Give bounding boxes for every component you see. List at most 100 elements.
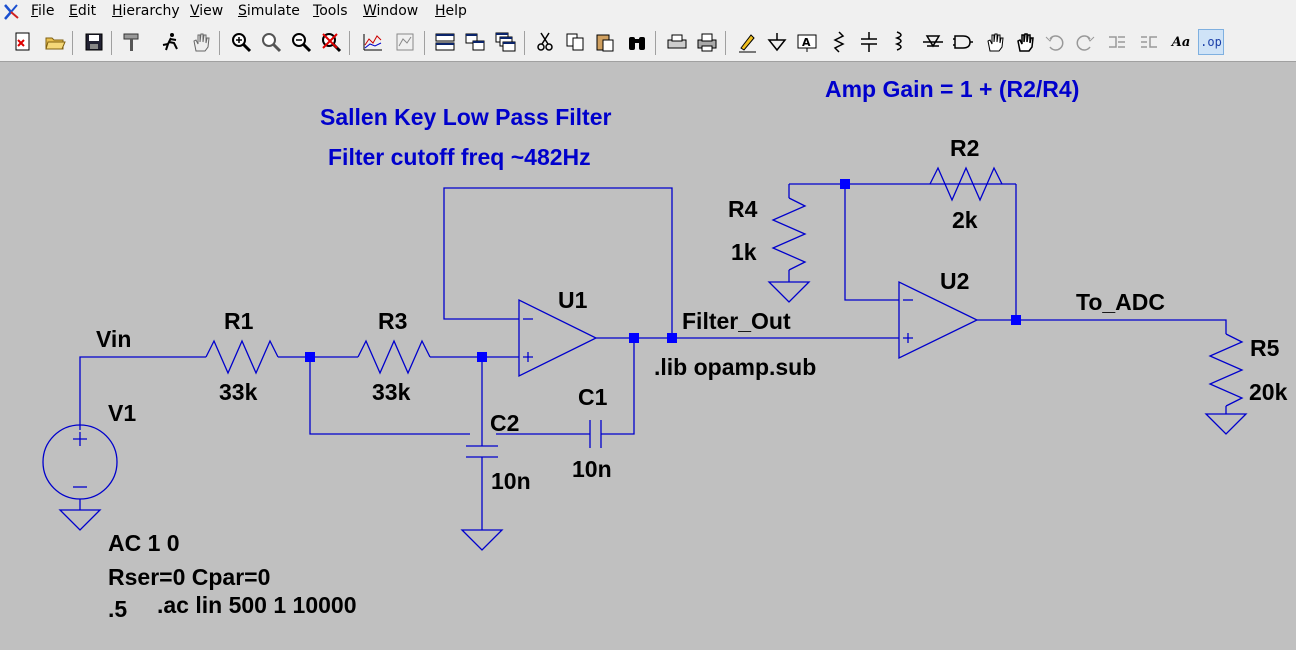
inductor-icon[interactable] [886, 29, 912, 55]
wire [309, 357, 470, 435]
lib-directive[interactable]: .lib opamp.sub [654, 354, 817, 380]
diode-icon[interactable] [920, 29, 946, 55]
print-setup-icon[interactable] [664, 29, 690, 55]
ac-analysis-directive[interactable]: .ac lin 500 1 10000 [157, 592, 357, 618]
capacitor-c1-symbol [589, 420, 602, 448]
redo-icon[interactable] [1072, 29, 1098, 55]
v1-plus-sign [73, 432, 87, 446]
spice-directive-icon[interactable]: .op [1198, 29, 1224, 55]
resistor-r1-symbol [205, 339, 279, 375]
capacitor-icon[interactable] [856, 29, 882, 55]
ground-symbol [58, 509, 102, 531]
draw-wire-pencil-icon[interactable] [734, 29, 760, 55]
r4-name-label[interactable]: R4 [728, 196, 758, 222]
print-icon[interactable] [694, 29, 720, 55]
open-folder-icon[interactable] [42, 29, 68, 55]
r2-value-label[interactable]: 2k [952, 207, 978, 233]
component-gate-icon[interactable] [950, 29, 976, 55]
toolbar-separator [424, 31, 425, 55]
halt-hand-icon[interactable] [188, 29, 214, 55]
label-net-icon[interactable]: A [794, 29, 820, 55]
filter-title-comment[interactable]: Sallen Key Low Pass Filter [320, 104, 612, 130]
filter-cutoff-comment[interactable]: Filter cutoff freq ~482Hz [328, 144, 591, 170]
v1-name-label[interactable]: V1 [108, 400, 137, 426]
toolbar-separator [349, 31, 350, 55]
undo-icon[interactable] [1042, 29, 1068, 55]
junction-dot [1011, 315, 1021, 325]
gain-comment[interactable]: Amp Gain = 1 + (R2/R4) [825, 76, 1080, 102]
toolbar-separator [219, 31, 220, 55]
ltspice-logo-icon [4, 4, 19, 20]
r2-name-label[interactable]: R2 [950, 135, 980, 161]
r5-value-label[interactable]: 20k [1249, 379, 1288, 405]
resistor-r2-symbol [929, 166, 1003, 202]
svg-text:A: A [802, 36, 811, 49]
menu-file[interactable]: File [31, 3, 55, 19]
junction-dot [477, 352, 487, 362]
menu-window[interactable]: Window [363, 3, 419, 19]
plot-settings-icon[interactable] [360, 29, 386, 55]
toolbar: A Aa .op [0, 24, 1296, 62]
tile-horizontally-icon[interactable] [462, 29, 488, 55]
zoom-in-icon[interactable] [228, 29, 254, 55]
mirror-icon[interactable] [1136, 29, 1162, 55]
v1-ac-value[interactable]: AC 1 0 [108, 530, 180, 556]
tile-vertically-icon[interactable] [432, 29, 458, 55]
copy-icon[interactable] [562, 29, 588, 55]
menu-help[interactable]: Help [435, 3, 467, 19]
ground-icon[interactable] [764, 29, 790, 55]
v1-extra-value[interactable]: .5 [108, 596, 128, 622]
r1-name-label[interactable]: R1 [224, 308, 254, 334]
u2-name-label[interactable]: U2 [940, 268, 970, 294]
menu-edit[interactable]: Edit [69, 3, 97, 19]
cut-scissors-icon[interactable] [532, 29, 558, 55]
menu-simulate[interactable]: Simulate [238, 3, 300, 19]
c1-value-label[interactable]: 10n [572, 456, 612, 482]
u1-name-label[interactable]: U1 [558, 287, 588, 313]
paste-icon[interactable] [592, 29, 618, 55]
v1-parasitics-value[interactable]: Rser=0 Cpar=0 [108, 564, 271, 590]
opamp-u1-plus [523, 352, 533, 362]
menu-view[interactable]: View [190, 3, 224, 19]
wire [844, 184, 899, 301]
zoom-fit-icon[interactable] [318, 29, 344, 55]
run-icon[interactable] [158, 29, 184, 55]
toolbar-separator [72, 31, 73, 55]
r4-value-label[interactable]: 1k [731, 239, 757, 265]
rotate-icon[interactable] [1104, 29, 1130, 55]
resistor-r4-symbol [771, 197, 807, 271]
wire [443, 187, 673, 338]
zoom-pan-icon[interactable] [258, 29, 284, 55]
r5-name-label[interactable]: R5 [1250, 335, 1280, 361]
resistor-icon[interactable] [826, 29, 852, 55]
junction-dot [840, 179, 850, 189]
net-label-vin[interactable]: Vin [96, 326, 132, 352]
pick-visible-traces-icon[interactable] [392, 29, 418, 55]
net-label-filter-out[interactable]: Filter_Out [682, 308, 791, 334]
junction-dot [629, 333, 639, 343]
menu-bar: File Edit Hierarchy View Simulate Tools … [0, 0, 1296, 24]
control-panel-hammer-icon[interactable] [119, 29, 145, 55]
drag-hand-icon[interactable] [1012, 29, 1038, 55]
r3-value-label[interactable]: 33k [372, 379, 411, 405]
zoom-out-icon[interactable] [288, 29, 314, 55]
text-icon[interactable]: Aa [1171, 34, 1191, 50]
r1-value-label[interactable]: 33k [219, 379, 258, 405]
new-schematic-icon[interactable] [10, 29, 36, 55]
find-binoculars-icon[interactable] [624, 29, 650, 55]
move-hand-icon[interactable] [982, 29, 1008, 55]
menu-tools[interactable]: Tools [313, 3, 348, 19]
c1-name-label[interactable]: C1 [578, 384, 608, 410]
opamp-u2-symbol [898, 280, 979, 360]
capacitor-c2-symbol [466, 445, 498, 458]
c2-value-label[interactable]: 10n [491, 468, 531, 494]
c2-name-label[interactable]: C2 [490, 410, 520, 436]
r3-name-label[interactable]: R3 [378, 308, 408, 334]
cascade-windows-icon[interactable] [492, 29, 518, 55]
opamp-u2-plus [903, 333, 913, 343]
save-icon[interactable] [81, 29, 107, 55]
net-label-to-adc[interactable]: To_ADC [1076, 289, 1166, 315]
toolbar-separator [725, 31, 726, 55]
menu-hierarchy[interactable]: Hierarchy [112, 3, 180, 19]
schematic-canvas[interactable]: Amp Gain = 1 + (R2/R4) Sallen Key Low Pa… [0, 62, 1296, 650]
